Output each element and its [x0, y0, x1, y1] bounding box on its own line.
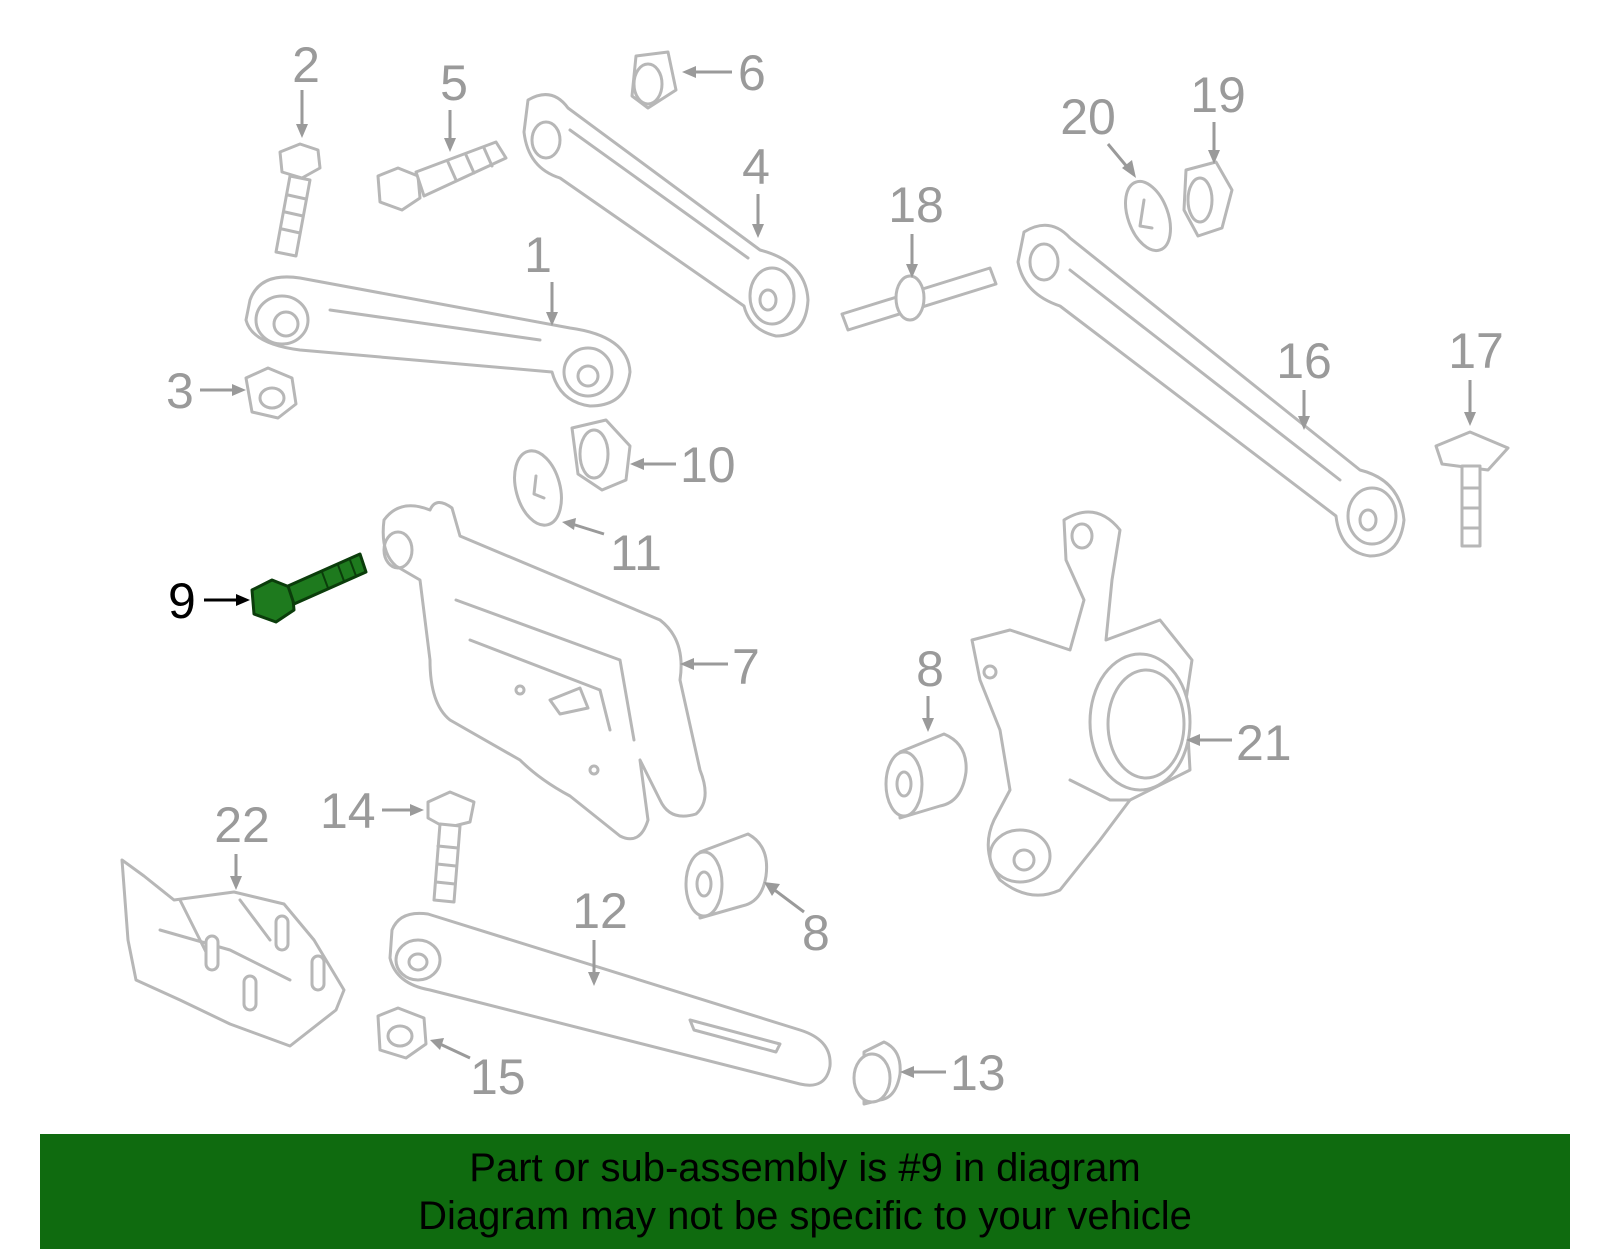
callout-12: 12: [572, 883, 628, 986]
callout-1: 1: [524, 227, 558, 326]
callout-14: 14: [320, 783, 424, 839]
part-8-bushing-upper[interactable]: [884, 732, 968, 820]
part-5-bolt[interactable]: [376, 140, 508, 212]
part-16-control-arm[interactable]: [1016, 223, 1406, 558]
part-19-nut[interactable]: [1182, 160, 1234, 238]
callout-11: 11: [562, 518, 662, 581]
part-18-bolt[interactable]: [840, 266, 998, 332]
svg-text:17: 17: [1448, 323, 1504, 379]
callout-8-upper: 8: [916, 641, 944, 732]
part-6-nut[interactable]: [630, 50, 678, 110]
callout-9-highlighted: 9: [168, 573, 250, 629]
part-15-nut[interactable]: [376, 1006, 428, 1060]
svg-text:20: 20: [1060, 89, 1116, 145]
callout-5: 5: [440, 55, 468, 152]
callout-21: 21: [1186, 715, 1292, 771]
svg-text:18: 18: [888, 177, 944, 233]
svg-text:10: 10: [680, 437, 736, 493]
part-22-mount-plate[interactable]: [120, 858, 346, 1048]
part-9-bolt-highlighted[interactable]: [250, 552, 368, 624]
callout-18: 18: [888, 177, 944, 278]
part-2-bolt[interactable]: [274, 142, 322, 258]
callout-22: 22: [214, 797, 270, 890]
part-21-knuckle[interactable]: [970, 510, 1194, 897]
svg-text:15: 15: [470, 1049, 526, 1105]
banner-line-part-number: Part or sub-assembly is #9 in diagram: [469, 1146, 1141, 1190]
callout-4: 4: [742, 139, 770, 238]
svg-text:8: 8: [916, 641, 944, 697]
svg-text:22: 22: [214, 797, 270, 853]
svg-text:3: 3: [166, 363, 194, 419]
svg-text:6: 6: [738, 45, 766, 101]
callout-15: 15: [430, 1038, 526, 1105]
callout-7: 7: [680, 639, 760, 695]
svg-text:8: 8: [802, 905, 830, 961]
callout-3: 3: [166, 363, 246, 419]
svg-text:11: 11: [610, 525, 662, 581]
part-11-washer[interactable]: [507, 446, 569, 531]
part-8-bushing-lower[interactable]: [684, 832, 769, 920]
callout-17: 17: [1448, 323, 1504, 426]
callout-13: 13: [900, 1045, 1006, 1101]
info-banner: Part or sub-assembly is #9 in diagram Di…: [40, 1134, 1570, 1249]
part-14-bolt[interactable]: [426, 790, 476, 904]
part-1-control-arm[interactable]: [244, 275, 632, 408]
svg-text:19: 19: [1190, 67, 1246, 123]
svg-text:7: 7: [732, 639, 760, 695]
callout-16: 16: [1276, 333, 1332, 430]
part-10-nut[interactable]: [570, 418, 632, 492]
svg-text:4: 4: [742, 139, 770, 195]
svg-text:12: 12: [572, 883, 628, 939]
svg-text:14: 14: [320, 783, 376, 839]
part-13-bushing[interactable]: [852, 1040, 902, 1106]
part-4-control-arm[interactable]: [522, 93, 810, 338]
callout-2: 2: [292, 37, 320, 138]
svg-text:13: 13: [950, 1045, 1006, 1101]
callout-20: 20: [1060, 89, 1136, 178]
part-3-nut[interactable]: [244, 366, 298, 420]
svg-text:5: 5: [440, 55, 468, 111]
svg-text:1: 1: [524, 227, 552, 283]
callout-6: 6: [682, 45, 766, 101]
callout-8-lower: 8: [764, 882, 830, 961]
part-12-lower-link[interactable]: [388, 911, 832, 1087]
svg-text:2: 2: [292, 37, 320, 93]
part-7-trailing-arm[interactable]: [381, 501, 707, 841]
banner-line-disclaimer: Diagram may not be specific to your vehi…: [418, 1194, 1192, 1238]
svg-text:16: 16: [1276, 333, 1332, 389]
svg-text:21: 21: [1236, 715, 1292, 771]
callout-19: 19: [1190, 67, 1246, 164]
svg-text:9: 9: [168, 573, 196, 629]
part-17-bolt[interactable]: [1434, 430, 1510, 548]
part-20-washer[interactable]: [1117, 175, 1179, 256]
callout-10: 10: [630, 437, 736, 493]
